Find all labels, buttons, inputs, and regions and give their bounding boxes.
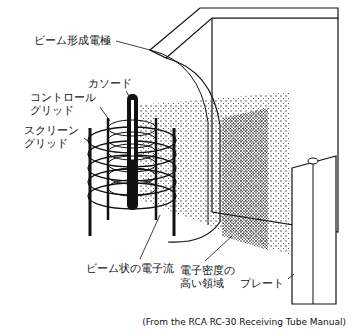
- dense-electron-region: [222, 108, 268, 250]
- plate-fold: [313, 162, 314, 304]
- control-grid: [108, 118, 156, 220]
- part-label: 電子密度の 高い領域: [180, 264, 242, 290]
- part-label: コントロール グリッド: [30, 91, 102, 117]
- control-grid-wire: [108, 168, 156, 184]
- plate-rod-top: [308, 158, 318, 164]
- leader-line: [205, 236, 232, 261]
- control-grid-rod: [107, 118, 110, 220]
- source-caption: (From the RCA RC-30 Receiving Tube Manua…: [142, 317, 346, 328]
- beam-electrode-shelf: [150, 8, 338, 58]
- part-label: ビーム状の電子流: [86, 262, 174, 275]
- leader-line: [140, 215, 160, 259]
- plate-front-panel: [292, 156, 336, 304]
- control-grid-wire: [108, 144, 156, 160]
- leader-line: [100, 107, 110, 121]
- electron-beam: [140, 92, 290, 255]
- control-grid-wire: [108, 120, 156, 136]
- control-grid-wire: [108, 132, 156, 148]
- screen-grid-rod: [173, 128, 176, 236]
- part-label: プレート: [240, 277, 284, 290]
- control-grid-wire: [108, 180, 156, 196]
- part-label: スクリーン グリッド: [24, 124, 86, 150]
- leader-line: [84, 138, 89, 142]
- cathode-slit: [131, 100, 134, 160]
- cathode: [127, 94, 138, 210]
- leader-line: [116, 41, 150, 50]
- part-label: カソード: [88, 77, 132, 90]
- leader-lines: [84, 41, 294, 279]
- part-label: ビーム形成電極: [34, 34, 111, 47]
- control-grid-rod: [155, 118, 158, 220]
- leader-line: [288, 274, 294, 279]
- leader-line: [126, 91, 129, 96]
- control-grid-wire: [108, 156, 156, 172]
- screen-grid-rod: [89, 128, 92, 236]
